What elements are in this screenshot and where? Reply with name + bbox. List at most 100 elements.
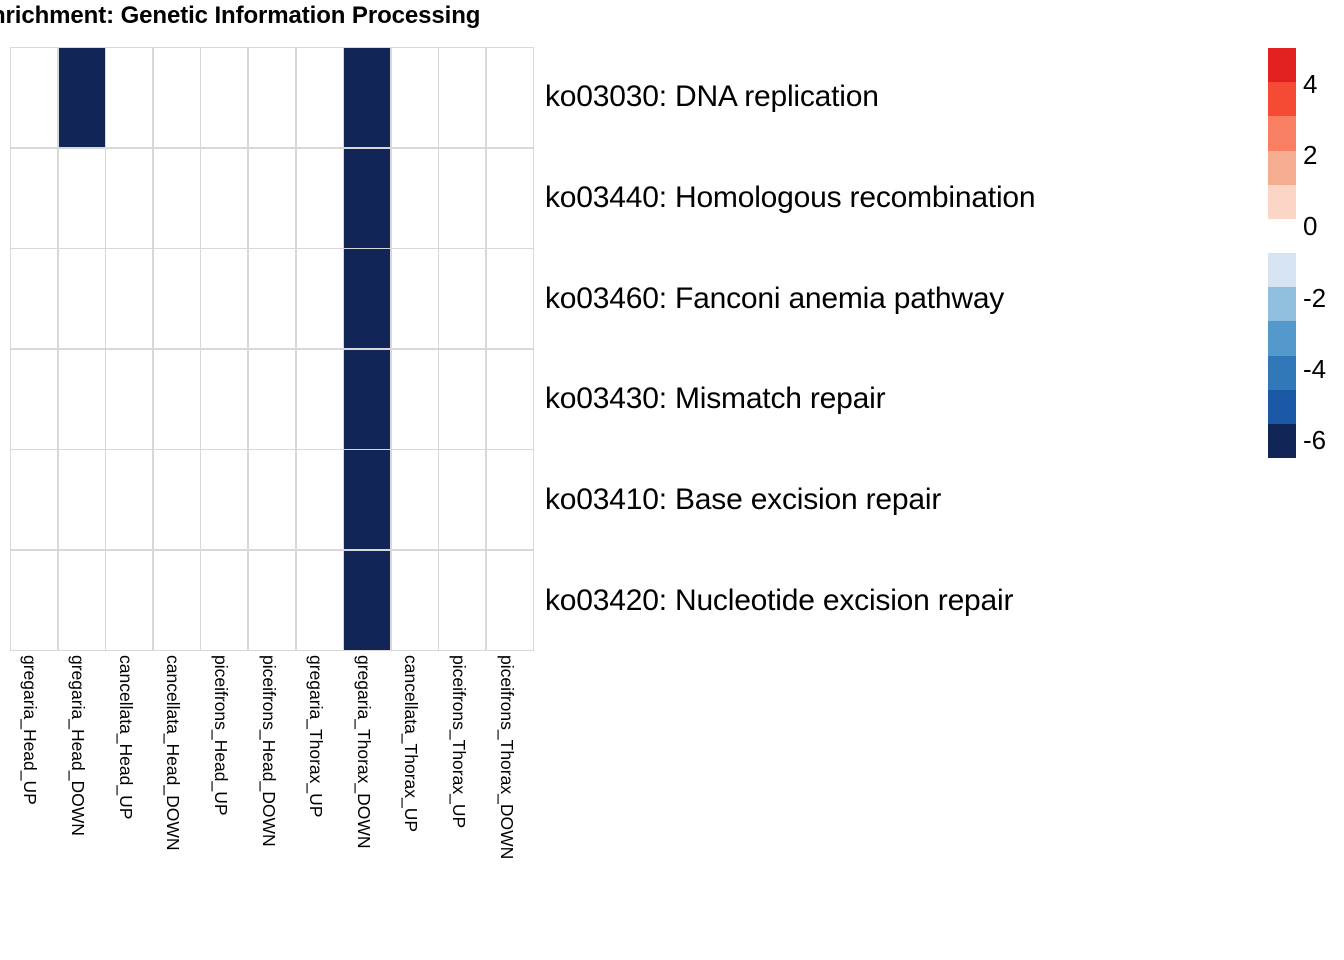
heatmap-cell	[153, 249, 200, 349]
heatmap-cell	[106, 550, 153, 650]
heatmap-cell	[391, 450, 438, 550]
heatmap-cell	[391, 48, 438, 148]
heatmap-cell	[248, 148, 296, 248]
colorbar-band	[1268, 116, 1296, 151]
heatmap-cell	[106, 450, 153, 550]
heatmap-cell	[11, 450, 58, 550]
heatmap-cell	[344, 249, 391, 349]
heatmap-column-label: cancellata_Thorax_UP	[401, 655, 422, 833]
heatmap-cell	[248, 349, 296, 449]
heatmap-cell	[201, 450, 248, 550]
heatmap-row-label: ko03410: Base excision repair	[545, 482, 942, 516]
heatmap-cell	[344, 450, 391, 550]
heatmap-cell	[486, 450, 533, 550]
heatmap-cell	[439, 349, 486, 449]
heatmap-cell	[201, 349, 248, 449]
heatmap-row-label: ko03430: Mismatch repair	[545, 382, 886, 416]
heatmap-row-label: ko03420: Nucleotide excision repair	[545, 583, 1014, 617]
colorbar-band	[1268, 218, 1296, 254]
colorbar-tick-label: -4	[1303, 353, 1327, 384]
heatmap-column-label: piceifrons_Thorax_UP	[449, 655, 470, 829]
page-title: nrichment: Genetic Information Processin…	[0, 2, 481, 29]
heatmap-cell	[296, 550, 343, 650]
heatmap-cell	[248, 550, 296, 650]
heatmap-cell	[11, 550, 58, 650]
heatmap-cell	[201, 48, 248, 148]
colorbar-legend	[1268, 48, 1296, 459]
heatmap-cell	[296, 450, 343, 550]
colorbar-band	[1268, 355, 1296, 390]
heatmap-cell	[58, 48, 105, 148]
heatmap-cell	[248, 48, 296, 148]
heatmap-cell	[486, 48, 533, 148]
heatmap-cell	[344, 550, 391, 650]
heatmap-cell	[58, 550, 105, 650]
heatmap-column-labels: gregaria_Head_UP gregaria_Head_DOWN cancel…	[10, 655, 534, 955]
heatmap-cell	[11, 349, 58, 449]
heatmap-cell	[391, 148, 438, 248]
colorbar-band	[1268, 389, 1296, 424]
colorbar-band	[1268, 184, 1296, 219]
heatmap-row-label: ko03460: Fanconi anemia pathway	[545, 281, 1005, 315]
heatmap-cell	[439, 450, 486, 550]
colorbar-band	[1268, 253, 1296, 288]
heatmap-cell	[11, 48, 58, 148]
heatmap-row-labels: ko03030: DNA replication ko03440: Homolog…	[545, 47, 1245, 651]
heatmap-column-label: gregaria_Thorax_UP	[306, 655, 327, 818]
heatmap-cell	[248, 249, 296, 349]
heatmap-cell	[106, 48, 153, 148]
heatmap-cell	[58, 450, 105, 550]
heatmap-cell	[58, 349, 105, 449]
heatmap-cell	[11, 249, 58, 349]
heatmap-cell	[296, 48, 343, 148]
heatmap-cell	[153, 450, 200, 550]
heatmap-cell	[439, 249, 486, 349]
heatmap-cell	[486, 249, 533, 349]
heatmap-cell	[11, 148, 58, 248]
heatmap-cell	[391, 249, 438, 349]
colorbar-band	[1268, 423, 1296, 459]
heatmap-cell	[248, 450, 296, 550]
colorbar-band	[1268, 48, 1296, 83]
colorbar-tick-label: 0	[1303, 211, 1318, 242]
heatmap-row-label: ko03440: Homologous recombination	[545, 180, 1036, 214]
heatmap-cell	[153, 349, 200, 449]
colorbar-tick-label: -6	[1303, 425, 1327, 456]
heatmap-cell	[439, 148, 486, 248]
heatmap-cell	[58, 148, 105, 248]
heatmap-column-label: cancellata_Head_UP	[115, 655, 136, 820]
colorbar-tick-labels: 4 2 0 -2 -4 -6	[1303, 48, 1343, 458]
heatmap-cell	[344, 148, 391, 248]
heatmap-cell	[153, 48, 200, 148]
heatmap-cell	[106, 148, 153, 248]
heatmap-column-label: gregaria_Head_DOWN	[67, 655, 88, 836]
heatmap-column-label: gregaria_Head_UP	[20, 655, 41, 805]
heatmap-cell	[296, 148, 343, 248]
heatmap-row-label: ko03030: DNA replication	[545, 80, 879, 114]
heatmap-cell	[58, 249, 105, 349]
heatmap-cell	[106, 249, 153, 349]
heatmap-cell	[391, 550, 438, 650]
heatmap-cell	[153, 148, 200, 248]
heatmap-cell	[201, 249, 248, 349]
heatmap-grid	[10, 47, 534, 651]
colorbar-tick-label: 2	[1303, 139, 1318, 170]
heatmap-cell	[296, 249, 343, 349]
heatmap-cell	[296, 349, 343, 449]
colorbar-tick-label: 4	[1303, 68, 1318, 99]
heatmap-cell	[486, 148, 533, 248]
colorbar-band	[1268, 321, 1296, 356]
colorbar-tick-label: -2	[1303, 282, 1327, 313]
heatmap-cell	[486, 349, 533, 449]
heatmap-cell	[486, 550, 533, 650]
colorbar-band	[1268, 150, 1296, 185]
heatmap-cell	[201, 148, 248, 248]
heatmap-cell	[344, 349, 391, 449]
heatmap-cell	[106, 349, 153, 449]
heatmap-column-label: gregaria_Thorax_DOWN	[353, 655, 374, 849]
heatmap-column-label: piceifrons_Head_DOWN	[258, 655, 279, 847]
heatmap-cell	[391, 349, 438, 449]
colorbar-band	[1268, 287, 1296, 322]
heatmap-cell	[201, 550, 248, 650]
heatmap-cell	[153, 550, 200, 650]
